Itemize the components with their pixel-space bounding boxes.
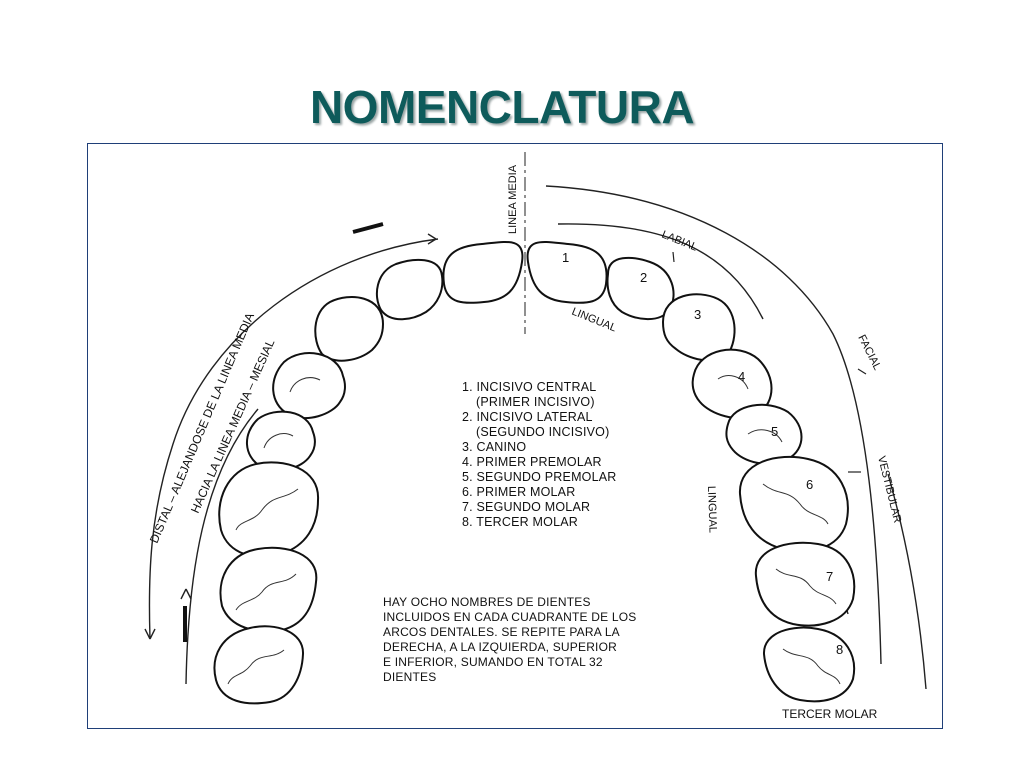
label-vestibular: VESTIBULAR (875, 455, 903, 524)
tooth-number-7: 7 (826, 569, 833, 584)
tooth-number-4: 4 (738, 369, 745, 384)
label-labial: LABIAL (660, 229, 699, 254)
tooth-list-item: 5. SEGUNDO PREMOLAR (462, 470, 617, 484)
dental-arch-diagram: LINEA MEDIA DISTAL – ALEJANDOSE DE LA LI… (144, 152, 927, 721)
dental-arch-figure: LINEA MEDIA DISTAL – ALEJANDOSE DE LA LI… (87, 143, 943, 729)
tooth-number-8: 8 (836, 642, 843, 657)
tooth-2: 2 (606, 256, 675, 321)
tooth-6: 6 (738, 455, 849, 553)
labial-arc (557, 223, 764, 320)
tooth-number-1: 1 (562, 250, 569, 265)
tooth-list-item: 1. INCISIVO CENTRAL (462, 380, 596, 394)
label-facial: FACIAL (855, 333, 883, 372)
tooth-list-item: (SEGUNDO INCISIVO) (476, 425, 609, 439)
distal-arc (148, 238, 439, 640)
tooth-left-3 (314, 296, 385, 362)
tooth-left-8 (213, 625, 305, 705)
tooth-7: 7 (754, 541, 856, 627)
tooth-list-item: 7. SEGUNDO MOLAR (462, 500, 590, 514)
tooth-left-1 (442, 241, 524, 304)
tooth-number-5: 5 (771, 424, 778, 439)
tooth-list-item: 4. PRIMER PREMOLAR (462, 455, 602, 469)
tooth-number-3: 3 (694, 307, 701, 322)
note-line: HAY OCHO NOMBRES DE DIENTES (383, 595, 591, 609)
tooth-list: 1. INCISIVO CENTRAL (PRIMER INCISIVO) 2.… (462, 380, 620, 529)
note-line: E INFERIOR, SUMANDO EN TOTAL 32 (383, 655, 603, 669)
note-line: DERECHA, A LA IZQUIERDA, SUPERIOR (383, 640, 617, 654)
slide-title: NOMENCLATURA (309, 81, 695, 133)
tooth-number-6: 6 (806, 477, 813, 492)
tooth-left-2 (375, 258, 444, 321)
tooth-list-item: 3. CANINO (462, 440, 526, 454)
note-text: HAY OCHO NOMBRES DE DIENTES INCLUIDOS EN… (383, 595, 640, 684)
label-lingual-side: LINGUAL (705, 486, 719, 533)
tooth-list-item: (PRIMER INCISIVO) (476, 395, 595, 409)
note-line: DIENTES (383, 670, 436, 684)
label-tercer-molar: TERCER MOLAR (782, 707, 878, 721)
tooth-left-4 (272, 352, 346, 420)
tooth-1: 1 (526, 241, 608, 304)
tooth-left-6 (218, 461, 320, 558)
left-teeth (213, 241, 524, 705)
distal-arrow-bar (352, 222, 384, 234)
tooth-number-2: 2 (640, 270, 647, 285)
tooth-list-item: 2. INCISIVO LATERAL (462, 410, 593, 424)
label-lingual-upper: LINGUAL (570, 306, 618, 335)
label-linea-media: LINEA MEDIA (507, 164, 519, 234)
vestibular-outer-arc (887, 473, 927, 690)
facial-arc (545, 185, 882, 665)
tooth-8: 8 (762, 626, 856, 703)
tooth-left-5 (246, 410, 316, 472)
tooth-list-item: 6. PRIMER MOLAR (462, 485, 575, 499)
tooth-list-item: 8. TERCER MOLAR (462, 515, 578, 529)
tooth-left-7 (219, 546, 318, 633)
note-line: INCLUIDOS EN CADA CUADRANTE DE LOS (383, 610, 637, 624)
mesial-arc (185, 408, 259, 685)
tooth-5: 5 (725, 403, 803, 465)
note-line: ARCOS DENTALES. SE REPITE PARA LA (383, 625, 620, 639)
